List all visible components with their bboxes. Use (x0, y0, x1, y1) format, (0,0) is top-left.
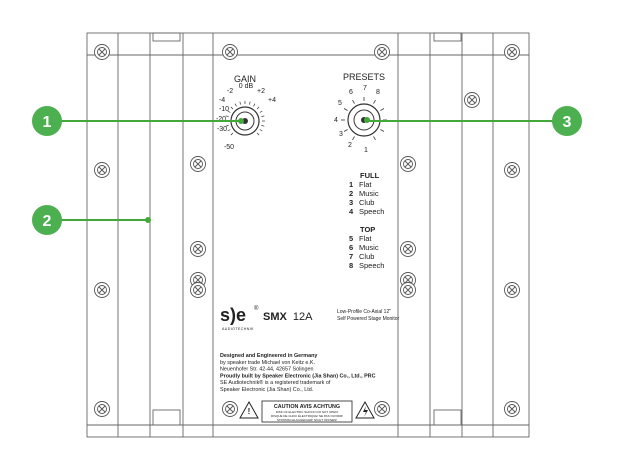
preset-label: Club (359, 198, 374, 207)
preset-label: Music (359, 243, 379, 252)
screw-icon (504, 162, 520, 178)
caution-title: CAUTION AVIS ACHTUNG (274, 404, 340, 410)
preset-label: Speech (359, 207, 384, 216)
credit-line: Proudly built by Speaker Electronic (Jia… (220, 373, 376, 379)
screw-icon (400, 282, 416, 298)
model-desc-line1: Low-Profile Co-Axial 12" (337, 309, 391, 315)
brand-block: s)e ® AUDIOTECHNIK SMX 12A Low-Profile C… (220, 305, 400, 331)
caution-box (261, 400, 353, 423)
screw-icon (504, 282, 520, 298)
preset-group-title: FULL (360, 171, 380, 180)
presets-control: PRESETS 1 234 56 7 8 (334, 72, 387, 154)
preset-tick-label: 1 (364, 147, 368, 154)
preset-number: 1 (349, 180, 353, 189)
gain-title: GAIN (234, 74, 256, 84)
preset-number: 7 (349, 252, 353, 261)
panel-frame (86, 32, 530, 438)
screw-icon (190, 156, 206, 172)
brand-logo-registered: ® (254, 305, 259, 312)
gain-tick-label: -2 (227, 88, 233, 95)
screw-icon (94, 44, 110, 60)
model-name: SMX 12A (263, 311, 313, 323)
presets-title: PRESETS (343, 72, 385, 82)
lightning-bolt-mark (363, 406, 368, 417)
gain-tick-label: +2 (257, 88, 265, 95)
caution-label: ! CAUTION AVIS ACHTUNG RISK OF ELECTRIC … (239, 400, 375, 423)
caution-line-2: RISQUE DE CHOC ÉLECTRIQUE! NE PAS OUVRIR… (271, 413, 343, 418)
preset-tick-label: 2 (348, 142, 352, 149)
credit-line: Designed and Engineered in Germany (220, 353, 317, 359)
callout-2: 2 (32, 205, 62, 235)
preset-label: Music (359, 189, 379, 198)
brand-logo: s)e (220, 305, 246, 325)
preset-label: Club (359, 252, 374, 261)
preset-tick-label: 5 (338, 100, 342, 107)
gain-scale: -50 -30 -20 -10 -4-2 0 dB+2+4 (216, 83, 276, 151)
preset-number: 2 (349, 189, 353, 198)
brand-logo-subtitle: AUDIOTECHNIK (222, 327, 254, 331)
callout-leaders (61, 117, 554, 223)
screw-icon (94, 162, 110, 178)
preset-group-title: TOP (360, 225, 375, 234)
preset-label: Speech (359, 261, 384, 270)
preset-number: 6 (349, 243, 353, 252)
gain-tick-label: 0 dB (239, 83, 254, 90)
model-number: 12A (293, 311, 313, 323)
caution-line-3: STROMSCHLAGGEFAHR! NICHT ÖFFNEN! (277, 418, 337, 422)
leader-1-end (238, 118, 244, 124)
preset-number: 3 (349, 198, 353, 207)
preset-tick-label: 4 (334, 117, 338, 124)
gain-tick-label: -10 (219, 106, 229, 113)
presets-scale: 1 234 56 7 8 (334, 85, 387, 154)
credit-line: Neuenhofer Str. 42-44, 42657 Solingen (220, 367, 314, 373)
gain-tick-label: -4 (219, 97, 225, 104)
screw-icon (190, 282, 206, 298)
leader-3-end (364, 117, 370, 123)
model-desc-line2: Self Powered Stage Monitor (337, 316, 400, 322)
screw-icon (94, 282, 110, 298)
preset-number: 5 (349, 234, 353, 243)
callout-3-label: 3 (563, 114, 572, 131)
preset-number: 4 (349, 207, 354, 216)
gain-tick-label: -50 (224, 144, 234, 151)
screw-icon (190, 241, 206, 257)
gain-tick-label: -30 (217, 126, 227, 133)
callout-3: 3 (552, 106, 582, 136)
preset-tick-label: 3 (339, 131, 343, 138)
screw-icon (400, 156, 416, 172)
screw-icon (222, 44, 238, 60)
screw-icon (504, 44, 520, 60)
credit-line: SE Audiotechnik® is a registered tradema… (220, 379, 331, 386)
screw-icon (222, 401, 238, 417)
leader-2-end (145, 217, 151, 223)
model-series: SMX (263, 311, 288, 323)
gain-tick-label: +4 (268, 97, 276, 104)
callout-1: 1 (32, 106, 62, 136)
screw-icon (374, 44, 390, 60)
screw-icon (504, 401, 520, 417)
preset-label: Flat (359, 180, 372, 189)
preset-tick-label: 8 (376, 89, 380, 96)
screw-icon (400, 241, 416, 257)
screw-icon (464, 92, 480, 108)
screw-icon (374, 401, 390, 417)
preset-tick-label: 7 (363, 85, 367, 92)
credit-line: Speaker Electronic (Jia Shan) Co., Ltd. (220, 387, 313, 393)
gain-tick-label: -20 (216, 116, 226, 123)
panel-screws (94, 44, 520, 417)
callout-2-label: 2 (43, 213, 52, 230)
warning-triangle-icon (239, 400, 259, 419)
gain-control: GAIN -50 -30 -20 -10 -4-2 0 dB+2+4 (216, 74, 276, 151)
preset-tick-label: 6 (349, 89, 353, 96)
preset-number: 8 (349, 261, 353, 270)
caution-line-1: RISK OF ELECTRIC SHOCK! DO NOT OPEN! (276, 410, 339, 414)
warning-triangle-mark: ! (248, 407, 251, 416)
preset-label: Flat (359, 234, 372, 243)
credit-line: by speaker trade Michael von Keitz e.K. (220, 360, 315, 366)
screw-icon (94, 401, 110, 417)
callout-1-label: 1 (43, 114, 52, 131)
